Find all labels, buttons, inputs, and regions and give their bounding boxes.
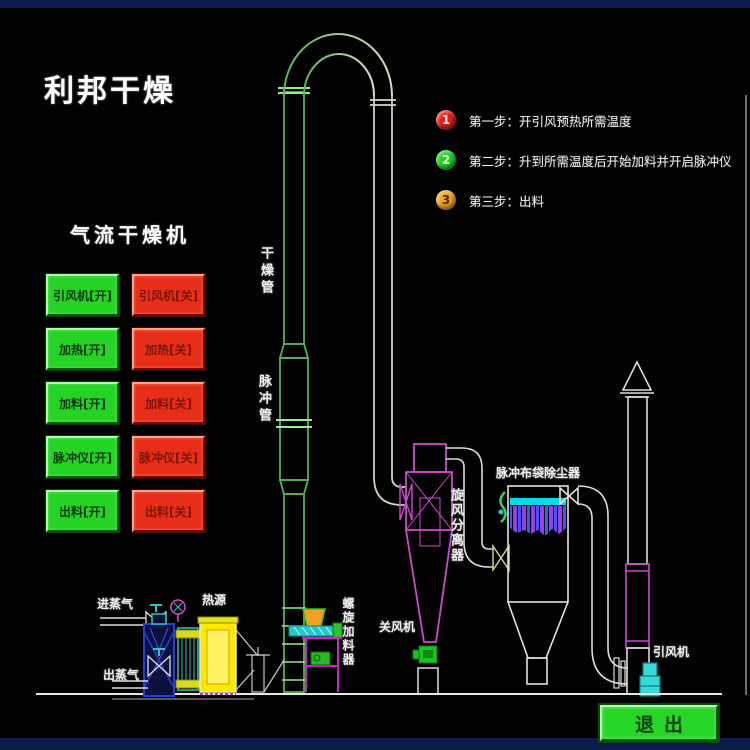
step-number-badge-3: 3	[436, 190, 456, 210]
exhaust-stack	[620, 360, 654, 695]
step-2: 2 第二步：升到所需温度后开始加料并开启脉冲仪	[436, 150, 732, 170]
step-number-badge-1: 1	[436, 110, 456, 130]
off-button-2[interactable]: 加热[关]	[131, 327, 206, 371]
label-steam-in: 进蒸气	[97, 597, 134, 611]
on-button-4[interactable]: 脉冲仪[开]	[45, 435, 120, 479]
step-text-3: 第三步：出料	[469, 193, 545, 209]
butterfly-valve-lower	[492, 543, 510, 573]
step-text-1: 第一步：开引风预热所需温度	[469, 113, 632, 129]
off-button-5[interactable]: 出料[关]	[131, 489, 206, 533]
step-number-badge-2: 2	[436, 150, 456, 170]
fan-inlet-pipe	[577, 485, 629, 689]
induced-draft-fan	[639, 662, 661, 697]
steps-legend: 1 第一步：开引风预热所需温度 2 第二步：升到所需温度后开始加料并开启脉冲仪 3 第三步…	[436, 110, 732, 230]
cyclone-separator	[405, 443, 453, 643]
top-bar	[0, 0, 750, 8]
on-button-2[interactable]: 加热[开]	[45, 327, 120, 371]
steam-heater-assembly	[100, 599, 285, 700]
label-dust-collector: 脉冲布袋除尘器	[496, 466, 581, 480]
label-screw-feeder: 螺旋加料器	[341, 597, 355, 667]
screw-feeder	[288, 608, 343, 692]
cyclone-outlet-pipe	[446, 447, 493, 568]
label-heat-source: 热源	[202, 593, 227, 607]
page-title: 利邦干燥	[44, 74, 176, 109]
off-button-4[interactable]: 脉冲仪[关]	[131, 435, 206, 479]
label-pulse-pipe: 脉冲管	[256, 374, 271, 425]
step-1: 1 第一步：开引风预热所需温度	[436, 110, 732, 130]
rotary-airlock	[412, 645, 439, 695]
frame-edge-line	[745, 95, 747, 695]
step-3: 3 第三步：出料	[436, 190, 732, 210]
label-induced-draft-fan: 引风机	[653, 645, 690, 659]
u-bend	[283, 33, 393, 97]
label-rotary-airlock: 关风机	[379, 620, 416, 634]
right-leg-pipe	[370, 96, 406, 506]
drying-pipe	[278, 91, 310, 693]
bottom-bar	[0, 738, 750, 750]
on-button-5[interactable]: 出料[开]	[45, 489, 120, 533]
machine-subtitle: 气流干燥机	[70, 223, 190, 247]
step-text-2: 第二步：升到所需温度后开始加料并开启脉冲仪	[469, 153, 732, 169]
label-steam-out: 出蒸气	[103, 668, 140, 682]
exit-button[interactable]: 退出	[598, 703, 720, 743]
dust-collector	[498, 485, 579, 685]
off-button-3[interactable]: 加料[关]	[131, 381, 206, 425]
label-cyclone-separator: 旋风分离器	[448, 488, 463, 563]
on-button-1[interactable]: 引风机[开]	[45, 273, 120, 317]
cyclone-inlet	[399, 483, 413, 521]
control-button-grid: 引风机[开]引风机[关]加热[开]加热[关]加料[开]加料[关]脉冲仪[开]脉冲…	[45, 273, 206, 533]
on-button-3[interactable]: 加料[开]	[45, 381, 120, 425]
pipe-flanges	[276, 87, 312, 681]
off-button-1[interactable]: 引风机[关]	[131, 273, 206, 317]
label-drying-pipe: 干燥管	[258, 246, 273, 297]
